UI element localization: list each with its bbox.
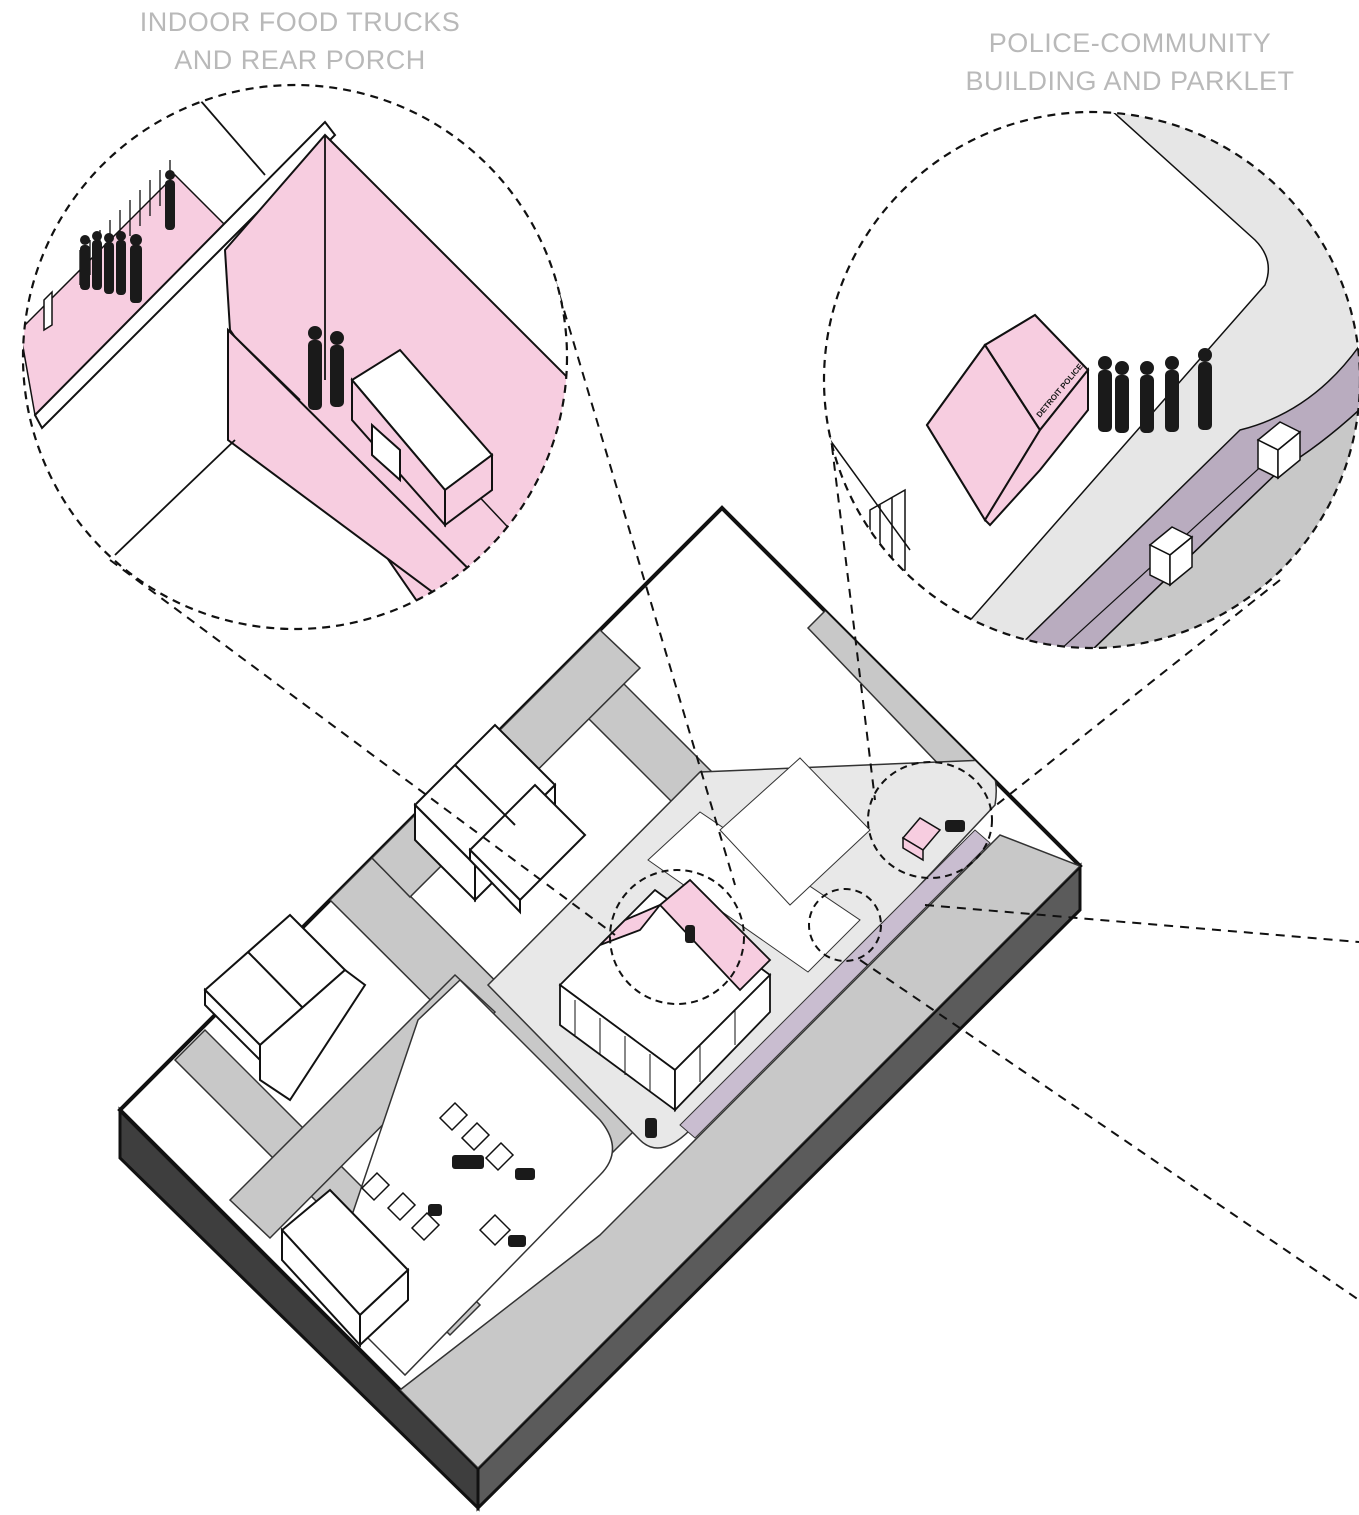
zoom-food-trucks <box>20 85 600 629</box>
site-block <box>120 508 1080 1508</box>
zoom-police-parklet: DETROIT POLICE <box>824 100 1359 700</box>
